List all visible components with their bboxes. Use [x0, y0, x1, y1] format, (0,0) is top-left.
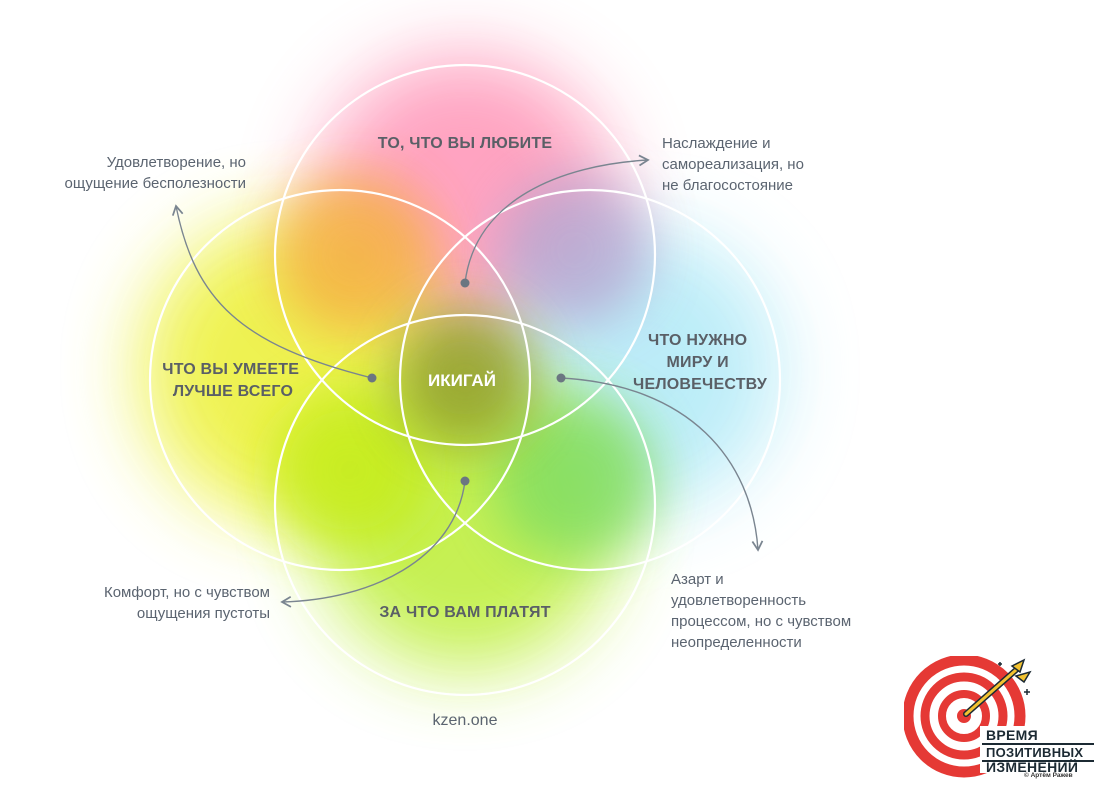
logo-line-1: ВРЕМЯ: [986, 727, 1039, 743]
logo-divider-1: [982, 743, 1094, 745]
circle-love: [273, 63, 657, 447]
logo-divider-2: [982, 760, 1094, 762]
center-label: ИКИГАЙ: [428, 371, 496, 390]
circle-paid-for: [273, 313, 657, 697]
logo-line-3: ИЗМЕНЕНИЙ: [986, 759, 1079, 775]
connector-bottom-right: [560, 377, 764, 552]
circle-world-needs: [398, 188, 782, 572]
label-good-at: ЧТО ВЫ УМЕЕТЕ ЛУЧШЕ ВСЕГО: [162, 361, 304, 400]
dot-top-left: [367, 373, 377, 383]
connectors: [171, 154, 764, 608]
target-arrow-icon: [904, 656, 1100, 778]
label-paid-for: ЗА ЧТО ВАМ ПЛАТЯТ: [379, 604, 550, 621]
connector-dots: [367, 278, 566, 486]
label-world-needs-line-1: ЧТО НУЖНО: [648, 332, 747, 349]
dot-top-right: [460, 278, 470, 288]
logo-line-2: ПОЗИТИВНЫХ: [986, 745, 1084, 760]
label-love: ТО, ЧТО ВЫ ЛЮБИТЕ: [378, 135, 553, 152]
connector-bottom-left: [280, 480, 466, 608]
note-bottom-right: Азарт и удовлетворенность процессом, но …: [671, 571, 852, 651]
connector-top-right: [464, 154, 650, 284]
label-world-needs: ЧТО НУЖНО МИРУ И ЧЕЛОВЕЧЕСТВУ: [633, 332, 768, 393]
note-top-right: Наслаждение и самореализация, но не благ…: [662, 135, 804, 194]
label-good-at-line-1: ЧТО ВЫ УМЕЕТЕ: [162, 361, 299, 378]
label-world-needs-line-2: МИРУ И: [666, 354, 728, 371]
logo-credit: © Артём Ражев: [1024, 772, 1073, 779]
note-top-left: Удовлетворение, но ощущение бесполезност…: [64, 154, 246, 192]
source-caption: kzen.one: [432, 712, 498, 729]
brand-logo: ВРЕМЯ ПОЗИТИВНЫХ ИЗМЕНЕНИЙ © Артём Ражев: [904, 656, 1104, 786]
dot-bottom-right: [556, 373, 566, 383]
circle-good-at: [148, 188, 532, 572]
connector-top-left: [171, 204, 373, 379]
label-world-needs-line-3: ЧЕЛОВЕЧЕСТВУ: [633, 376, 768, 393]
circle-outlines: [148, 63, 782, 697]
note-bottom-left: Комфорт, но с чувством ощущения пустоты: [103, 584, 270, 622]
label-good-at-line-2: ЛУЧШЕ ВСЕГО: [173, 383, 293, 400]
dot-bottom-left: [460, 476, 470, 486]
